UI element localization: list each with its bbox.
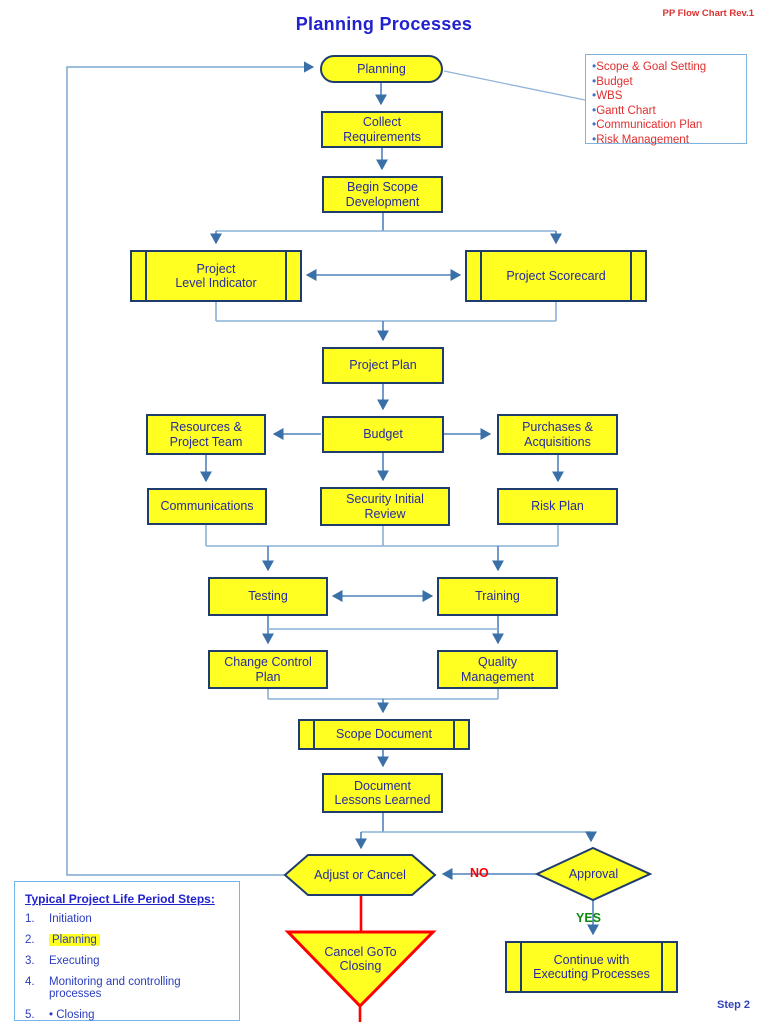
- step-number: 5.: [25, 1009, 35, 1021]
- node-resources-project-team: Resources & Project Team: [146, 414, 266, 455]
- node-quality-management: Quality Management: [437, 650, 558, 689]
- node-begin-scope-development: Begin Scope Development: [322, 176, 443, 213]
- step-label: Executing: [49, 955, 100, 967]
- node-project-plan: Project Plan: [322, 347, 444, 384]
- node-change-control-plan: Change Control Plan: [208, 650, 328, 689]
- project-life-steps-box: Typical Project Life Period Steps: 1. In…: [14, 881, 240, 1021]
- legend-item: Risk Management: [592, 133, 742, 148]
- node-continue-executing-processes: Continue with Executing Processes: [505, 941, 678, 993]
- step-label-highlighted: Planning: [49, 934, 100, 946]
- step-number: 4.: [25, 976, 35, 988]
- step-item: 3. Executing: [25, 955, 233, 967]
- node-scope-document: Scope Document: [298, 719, 470, 750]
- steps-box-title: Typical Project Life Period Steps:: [25, 892, 215, 906]
- step-number: 1.: [25, 913, 35, 925]
- legend-item: Communication Plan: [592, 118, 742, 133]
- legend-item: Budget: [592, 75, 742, 90]
- node-purchases-acquisitions: Purchases & Acquisitions: [497, 414, 618, 455]
- node-planning: Planning: [320, 55, 443, 83]
- hexagon-adjust-or-cancel: [283, 854, 437, 896]
- step-number: 2.: [25, 934, 35, 946]
- node-project-scorecard: Project Scorecard: [465, 250, 647, 302]
- legend-item: WBS: [592, 89, 742, 104]
- node-training: Training: [437, 577, 558, 616]
- node-project-level-indicator: Project Level Indicator: [130, 250, 302, 302]
- node-collect-requirements: Collect Requirements: [321, 111, 443, 148]
- step-label: • Closing: [49, 1009, 95, 1021]
- legend-item: Gantt Chart: [592, 104, 742, 119]
- node-risk-plan: Risk Plan: [497, 488, 618, 525]
- node-testing: Testing: [208, 577, 328, 616]
- step-item: 2. Planning: [25, 934, 233, 946]
- step-number: 3.: [25, 955, 35, 967]
- planning-legend-box: Scope & Goal Setting Budget WBS Gantt Ch…: [585, 54, 747, 147]
- legend-list: Scope & Goal Setting Budget WBS Gantt Ch…: [592, 60, 742, 147]
- node-budget: Budget: [322, 416, 444, 453]
- revision-label: PP Flow Chart Rev.1: [662, 8, 754, 19]
- node-document-lessons-learned: Document Lessons Learned: [322, 773, 443, 813]
- diamond-approval: [534, 846, 653, 902]
- yes-branch-label: YES: [576, 911, 602, 925]
- step-label: Monitoring and controlling processes: [49, 976, 181, 1000]
- step-item: 1. Initiation: [25, 913, 233, 925]
- step-footer-label: Step 2: [716, 999, 750, 1011]
- legend-item: Scope & Goal Setting: [592, 60, 742, 75]
- node-communications: Communications: [147, 488, 267, 525]
- step-label: Initiation: [49, 913, 92, 925]
- no-branch-label: NO: [470, 866, 489, 880]
- step-item: 5. • Closing: [25, 1009, 233, 1021]
- node-security-initial-review: Security Initial Review: [320, 487, 450, 526]
- triangle-cancel-goto-closing: [284, 930, 437, 1009]
- page-title: Planning Processes: [295, 14, 473, 34]
- step-item: 4. Monitoring and controlling processes: [25, 976, 233, 1000]
